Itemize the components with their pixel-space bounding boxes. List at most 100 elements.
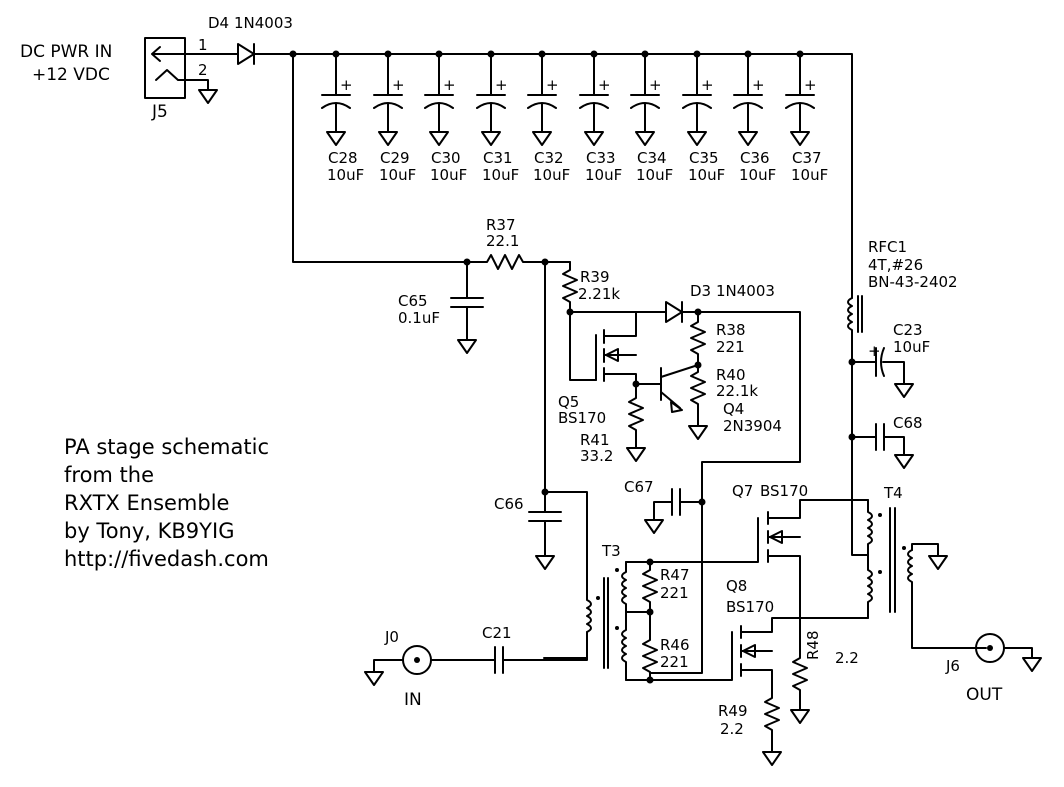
cap-ref-label: C29 [380, 149, 410, 167]
cap-value-label: 10uF [585, 166, 622, 184]
cap-ref-label: C28 [328, 149, 358, 167]
in-label: IN [404, 690, 422, 710]
q7-part: BS170 [760, 482, 808, 500]
polarity-plus: + [804, 76, 817, 94]
ground-symbol [688, 425, 708, 440]
cap-ref-label: C33 [586, 149, 616, 167]
q8-ref: Q8 [726, 577, 747, 595]
q4-part: 2N3904 [723, 417, 782, 435]
power-label-line1: DC PWR IN [20, 42, 112, 62]
ground-symbol [1022, 657, 1042, 672]
resistor-r40: R40 22.1k [688, 364, 758, 440]
caption-line-5: http://fivedash.com [64, 547, 269, 571]
d4-part: 1N4003 [234, 14, 293, 32]
supply-branch-wire [292, 53, 468, 263]
cap-value-label: 10uF [791, 166, 828, 184]
r39-value: 2.21k [578, 285, 620, 303]
rfc1-line3: BN-43-2402 [868, 273, 958, 291]
resistor-r48: R48 2.2 [790, 630, 859, 724]
ground-symbol [644, 519, 664, 534]
pin-1-label: 1 [198, 36, 208, 54]
ground-symbol [457, 339, 477, 354]
r39-ref: R39 [580, 268, 610, 286]
r48-ref: R48 [804, 630, 822, 660]
ground-symbol [687, 131, 707, 146]
mosfet-q5: Q5 BS170 [558, 311, 637, 427]
r49-value: 2.2 [720, 720, 744, 738]
supply-rail [253, 53, 853, 299]
polarity-plus: + [392, 76, 405, 94]
power-label-line2: +12 VDC [32, 65, 110, 85]
ground-symbol [738, 131, 758, 146]
polarity-plus: + [598, 76, 611, 94]
rfc1-line2: 4T,#26 [868, 256, 923, 274]
r41-ref: R41 [580, 431, 610, 449]
c68-ref: C68 [893, 414, 923, 432]
capacitor-c66: C66 [494, 491, 562, 570]
transformer-t4: T4 [867, 484, 987, 649]
diode-d4: D4 1N4003 [184, 14, 293, 65]
resistor-r37: R37 22.1 [466, 216, 571, 270]
ground-symbol [584, 131, 604, 146]
q5-ref: Q5 [558, 393, 579, 411]
ground-symbol [894, 454, 914, 469]
cap-ref-label: C36 [740, 149, 770, 167]
q7-ref: Q7 [732, 482, 753, 500]
ground-symbol [928, 555, 948, 570]
r47-ref: R47 [660, 566, 690, 584]
electrolytic-capacitor-symbol [682, 53, 712, 133]
r40-value: 22.1k [716, 382, 758, 400]
cap-value-label: 10uF [430, 166, 467, 184]
j6-ref: J6 [945, 657, 960, 675]
dc-jack-j5-body [144, 37, 186, 99]
ground-symbol [429, 131, 449, 146]
r40-ref: R40 [716, 366, 746, 384]
r47-value: 221 [660, 584, 689, 602]
cap-value-label: 10uF [688, 166, 725, 184]
ground-symbol [378, 131, 398, 146]
resistor-r47: R47 221 [642, 561, 690, 613]
bias-wire [544, 261, 588, 586]
electrolytic-capacitor-symbol [373, 53, 403, 133]
pin-2-label: 2 [198, 61, 208, 79]
dc-power-input: DC PWR IN +12 VDC 1 2 J5 [20, 36, 218, 122]
polarity-plus: + [649, 76, 662, 94]
choke-rfc1: RFC1 4T,#26 BN-43-2402 [847, 238, 958, 556]
r38-value: 221 [716, 338, 745, 356]
t4-ref: T4 [883, 484, 903, 502]
electrolytic-capacitor-symbol [630, 53, 660, 133]
d3-part: 1N4003 [716, 282, 775, 300]
connector-j0-in: J0 IN [364, 628, 432, 710]
polarity-plus: + [701, 76, 714, 94]
r37-value: 22.1 [486, 232, 519, 250]
ground-symbol [894, 383, 914, 398]
c23-plus: + [868, 342, 881, 360]
c66-ref: C66 [494, 495, 524, 513]
c65-ref: C65 [398, 292, 428, 310]
r49-ref: R49 [718, 702, 748, 720]
ground-symbol [790, 709, 810, 724]
cap-ref-label: C37 [792, 149, 822, 167]
connector-j6-out: J6 OUT [945, 633, 1042, 705]
caption-line-2: from the [64, 463, 154, 487]
cap-value-label: 10uF [379, 166, 416, 184]
resistor-r46: R46 221 [642, 611, 690, 681]
resistor-r49: R49 2.2 [718, 689, 782, 766]
ground-symbol [762, 751, 782, 766]
ground-symbol [532, 131, 552, 146]
capacitor-c68: C68 [851, 414, 923, 469]
ground-symbol [635, 131, 655, 146]
transformer-t3: T3 [543, 542, 651, 681]
bulk-capacitor-bank: +C2810uF+C2910uF+C3010uF+C3110uF+C3210uF… [321, 50, 828, 184]
capacitor-c67: C67 [624, 478, 703, 534]
r48-value: 2.2 [835, 649, 859, 667]
d4-ref: D4 [208, 14, 229, 32]
ground-symbol [198, 89, 218, 104]
